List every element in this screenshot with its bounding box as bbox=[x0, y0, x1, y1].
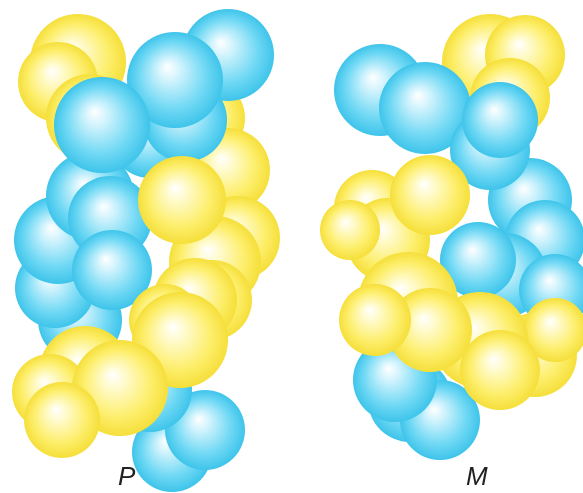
blue-sphere bbox=[127, 32, 223, 128]
yellow-sphere bbox=[390, 155, 470, 235]
yellow-sphere bbox=[138, 156, 226, 244]
yellow-sphere bbox=[320, 200, 380, 260]
blue-sphere bbox=[54, 77, 150, 173]
blue-sphere bbox=[72, 230, 152, 310]
m-label: M bbox=[466, 461, 488, 491]
yellow-sphere bbox=[24, 382, 100, 458]
yellow-sphere bbox=[523, 298, 583, 362]
p-label: P bbox=[118, 461, 136, 491]
blue-sphere bbox=[462, 82, 538, 158]
m-helix bbox=[320, 14, 583, 460]
yellow-sphere bbox=[460, 330, 540, 410]
yellow-sphere bbox=[339, 284, 411, 356]
blue-sphere bbox=[440, 222, 516, 298]
p-helix bbox=[12, 9, 280, 492]
blue-sphere bbox=[379, 62, 471, 154]
